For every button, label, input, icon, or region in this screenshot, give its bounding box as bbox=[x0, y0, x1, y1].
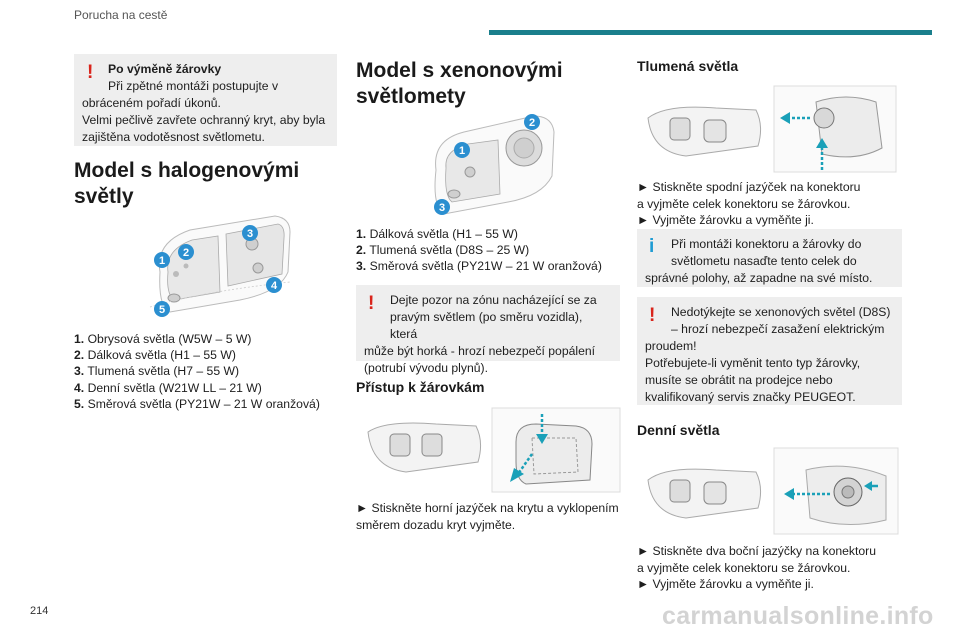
step-line: ► Vyjměte žárovku a vyměňte ji. bbox=[637, 213, 814, 227]
svg-text:5: 5 bbox=[159, 304, 165, 316]
warning-text: může být horká - hrozí nebezpečí popálen… bbox=[364, 344, 596, 358]
step-line: a vyjměte celek konektoru se žárovkou. bbox=[637, 196, 851, 211]
bulb-access-figure bbox=[366, 402, 622, 494]
callout-1: 1 bbox=[454, 142, 470, 158]
list-item: 1. Dálková světla (H1 – 55 W) bbox=[356, 227, 518, 241]
subheading-daytime-lights: Denní světla bbox=[637, 422, 720, 438]
list-item: 3. Tlumená světla (H7 – 55 W) bbox=[74, 364, 240, 379]
callout-4: 4 bbox=[266, 277, 282, 293]
page-number: 214 bbox=[30, 605, 49, 617]
heading-halogen: Model s halogenovými světly bbox=[74, 158, 299, 210]
warning-text: Při zpětné montáži postupujte v bbox=[108, 79, 279, 93]
info-text: správné polohy, až zapadne na své místo. bbox=[645, 271, 873, 285]
svg-text:4: 4 bbox=[271, 280, 278, 292]
list-item: 4. Denní světla (W21W LL – 21 W) bbox=[74, 380, 262, 395]
info-icon: i bbox=[649, 236, 655, 257]
warning-text: musíte se obrátit na prodejce nebo bbox=[645, 373, 833, 387]
warning-text: kvalifikovaný servis značky PEUGEOT. bbox=[645, 390, 856, 404]
low-beam-figure bbox=[646, 84, 902, 174]
callout-2: 2 bbox=[178, 244, 194, 260]
section-title: Porucha na cestě bbox=[74, 8, 168, 22]
xenon-headlamp-figure: 1 2 3 bbox=[424, 110, 559, 218]
xenon-bulb-list: 1. Dálková světla (H1 – 55 W) 2. Tlumená… bbox=[356, 226, 626, 275]
list-item: 1. Obrysová světla (W5W – 5 W) bbox=[74, 332, 252, 346]
callout-3: 3 bbox=[434, 199, 450, 215]
warning-text: Nedotýkejte se xenonových světel (D8S) bbox=[671, 305, 891, 319]
step-line: směrem dozadu kryt vyjměte. bbox=[356, 517, 516, 532]
step-text-daytime: ► Stiskněte dva boční jazýčky na konekto… bbox=[637, 543, 907, 593]
heading-line: světlomety bbox=[356, 85, 466, 108]
halogen-bulb-list: 1. Obrysová světla (W5W – 5 W) 2. Dálkov… bbox=[74, 331, 344, 412]
warning-icon: ! bbox=[87, 62, 94, 83]
warning-text: Potřebujete-li vyměnit tento typ žárovky… bbox=[645, 356, 861, 370]
warning-text: (potrubí vývodu plynů). bbox=[364, 361, 488, 375]
warning-text: pravým světlem (po směru vozidla), která bbox=[390, 310, 583, 341]
svg-text:2: 2 bbox=[183, 247, 189, 259]
callout-1: 1 bbox=[154, 252, 170, 268]
list-item: 5. Směrová světla (PY21W – 21 W oranžová… bbox=[74, 396, 320, 411]
warning-text: obráceném pořadí úkonů. bbox=[82, 96, 221, 110]
warning-note-xenon: ! Nedotýkejte se xenonových světel (D8S)… bbox=[637, 297, 902, 405]
warning-title: Po výměně žárovky bbox=[108, 62, 222, 76]
list-item: 3. Směrová světla (PY21W – 21 W oranžová… bbox=[356, 259, 602, 274]
info-text: světlometu nasaďte tento celek do bbox=[671, 254, 857, 268]
info-text: Při montáži konektoru a žárovky do bbox=[671, 237, 862, 251]
callout-2: 2 bbox=[524, 114, 540, 130]
warning-text: Velmi pečlivě zavřete ochranný kryt, aby… bbox=[82, 113, 326, 127]
warning-icon: ! bbox=[649, 305, 656, 326]
step-line: ► Vyjměte žárovku a vyměňte ji. bbox=[637, 577, 814, 591]
svg-text:1: 1 bbox=[159, 255, 165, 267]
warning-note-bulb-replacement: ! Po výměně žárovky Při zpětné montáži p… bbox=[74, 54, 337, 146]
warning-text: – hrozí nebezpečí zasažení elektrickým bbox=[671, 322, 885, 336]
svg-text:1: 1 bbox=[459, 145, 465, 157]
subheading-low-beam: Tlumená světla bbox=[637, 58, 739, 74]
svg-text:2: 2 bbox=[529, 117, 535, 129]
header-accent-bar bbox=[489, 30, 932, 35]
halogen-headlamp-figure: 1 2 3 4 5 bbox=[140, 212, 295, 317]
subheading-bulb-access: Přístup k žárovkám bbox=[356, 379, 485, 395]
step-line: ► Stiskněte spodní jazýček na konektoru bbox=[637, 180, 861, 194]
callout-5: 5 bbox=[154, 301, 170, 317]
step-text-access: ► Stiskněte horní jazýček na krytu a vyk… bbox=[356, 500, 631, 533]
step-line: a vyjměte celek konektoru se žárovkou. bbox=[637, 560, 851, 575]
heading-line: Model s xenonovými bbox=[356, 59, 563, 82]
warning-text: zajištěna vodotěsnost světlometu. bbox=[82, 130, 265, 144]
step-line: ► Stiskněte dva boční jazýčky na konekto… bbox=[637, 544, 877, 558]
step-text-low-beam: ► Stiskněte spodní jazýček na konektoru … bbox=[637, 179, 907, 229]
svg-text:3: 3 bbox=[247, 228, 253, 240]
heading-line: světly bbox=[74, 185, 134, 208]
daytime-lights-figure bbox=[646, 446, 902, 536]
warning-note-hot-zone: ! Dejte pozor na zónu nacházející se za … bbox=[356, 285, 620, 375]
warning-text: proudem! bbox=[645, 339, 697, 353]
warning-icon: ! bbox=[368, 293, 375, 314]
svg-text:3: 3 bbox=[439, 202, 445, 214]
callout-3: 3 bbox=[242, 225, 258, 241]
list-item: 2. Tlumená světla (D8S – 25 W) bbox=[356, 243, 530, 258]
step-line: ► Stiskněte horní jazýček na krytu a vyk… bbox=[356, 501, 619, 515]
info-note-connector: i Při montáži konektoru a žárovky do svě… bbox=[637, 229, 902, 287]
warning-text: Dejte pozor na zónu nacházející se za bbox=[390, 293, 597, 307]
watermark: carmanualsonline.info bbox=[662, 602, 934, 630]
list-item: 2. Dálková světla (H1 – 55 W) bbox=[74, 348, 236, 363]
heading-xenon: Model s xenonovými světlomety bbox=[356, 58, 563, 110]
heading-line: Model s halogenovými bbox=[74, 159, 300, 182]
